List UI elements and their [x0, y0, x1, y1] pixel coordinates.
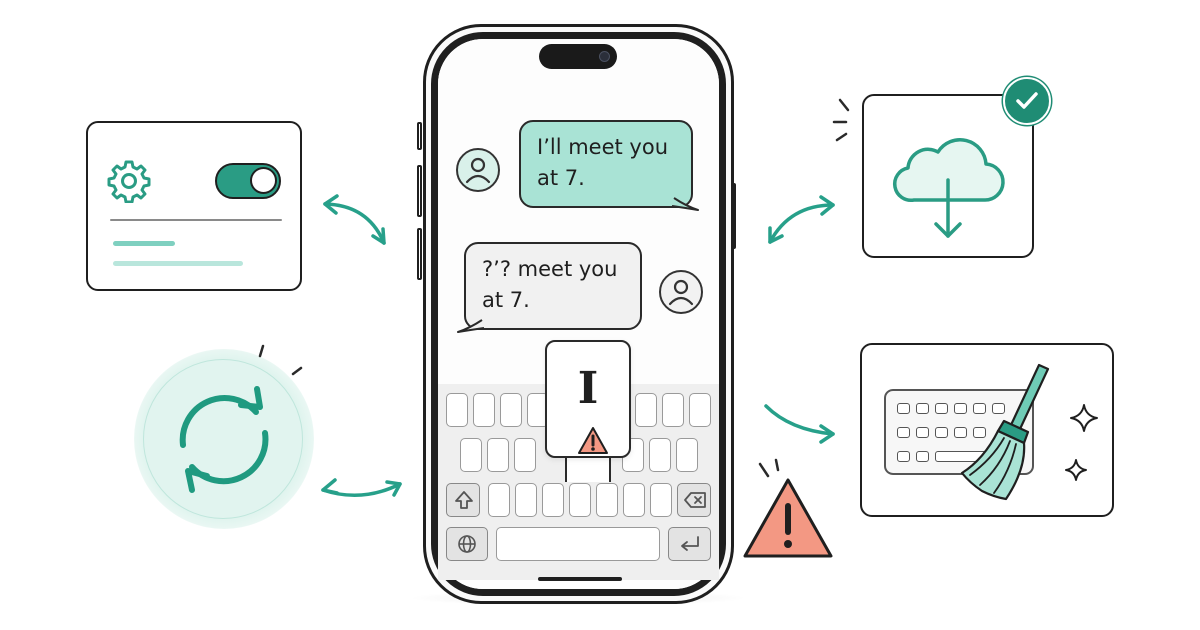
backspace-icon [684, 492, 706, 508]
globe-icon [458, 535, 476, 553]
gear-icon[interactable] [107, 159, 151, 203]
key[interactable] [500, 393, 522, 427]
return-icon [681, 536, 699, 551]
key[interactable] [515, 483, 537, 517]
mini-key [935, 403, 948, 414]
sparkle-lines [258, 344, 303, 376]
mini-key [897, 451, 910, 462]
sent-message-bubble: I’ll meet you at 7. [519, 120, 693, 208]
sync-circle [143, 359, 303, 519]
arrow-settings [323, 202, 386, 245]
mini-key [954, 427, 967, 438]
mini-key [935, 427, 948, 438]
toggle-knob [250, 167, 277, 194]
key[interactable] [514, 438, 536, 472]
settings-line-long [113, 261, 243, 266]
warning-triangle-icon [743, 478, 833, 558]
phone-action-button [417, 122, 422, 150]
settings-card [86, 121, 302, 291]
key[interactable] [488, 483, 510, 517]
sparkle-icon [1065, 459, 1087, 481]
received-bubble-tail [457, 319, 484, 333]
warning-sparkle-lines [758, 458, 780, 478]
mini-key [992, 403, 1005, 414]
keyboard [438, 384, 719, 580]
key[interactable] [650, 483, 672, 517]
settings-toggle[interactable] [215, 163, 281, 199]
recipient-avatar[interactable] [659, 270, 703, 314]
globe-key[interactable] [446, 527, 488, 561]
key[interactable] [635, 393, 657, 427]
settings-divider [110, 219, 282, 221]
phone-volume-up [417, 165, 422, 217]
key[interactable] [542, 483, 564, 517]
warning-triangle-icon [578, 427, 608, 454]
shift-key[interactable] [446, 483, 480, 517]
mini-key [973, 427, 986, 438]
key[interactable] [596, 483, 618, 517]
space-bar[interactable] [496, 527, 660, 561]
mini-key [973, 403, 986, 414]
shift-icon [455, 491, 473, 509]
phone-volume-down [417, 228, 422, 280]
sync-arrows-icon[interactable] [143, 359, 303, 519]
sparkle-icon [1070, 404, 1098, 432]
cloud-sparkle-lines [832, 98, 850, 142]
key[interactable] [569, 483, 591, 517]
check-icon [1016, 92, 1038, 109]
keyboard-clean-card [860, 343, 1114, 517]
key[interactable] [473, 393, 495, 427]
return-key[interactable] [668, 527, 711, 561]
user-avatar-icon [465, 157, 491, 184]
mini-key [916, 427, 929, 438]
settings-line-short [113, 241, 175, 246]
key[interactable] [662, 393, 684, 427]
key[interactable] [446, 393, 468, 427]
key[interactable] [689, 393, 711, 427]
key[interactable] [676, 438, 698, 472]
cloud-download-icon[interactable] [884, 122, 1014, 242]
mini-key [954, 403, 967, 414]
popup-character: I [577, 363, 599, 414]
mini-key [916, 403, 929, 414]
arrow-keyboard-clean [764, 404, 835, 436]
user-avatar-icon [668, 279, 694, 306]
home-indicator [538, 577, 622, 581]
key[interactable] [460, 438, 482, 472]
broom-icon[interactable] [954, 359, 1074, 509]
key[interactable] [623, 483, 645, 517]
key[interactable] [649, 438, 671, 472]
mini-key [916, 451, 929, 462]
arrow-cloud [768, 203, 835, 244]
sent-bubble-tail [672, 197, 699, 211]
received-message-bubble: ?’? meet you at 7. [464, 242, 642, 330]
backspace-key[interactable] [677, 483, 711, 517]
cloud-backup-card [862, 94, 1034, 258]
mini-key [897, 403, 910, 414]
camera-icon [599, 51, 610, 62]
mini-key [897, 427, 910, 438]
success-badge [1003, 77, 1051, 125]
key[interactable] [487, 438, 509, 472]
sender-avatar[interactable] [456, 148, 500, 192]
